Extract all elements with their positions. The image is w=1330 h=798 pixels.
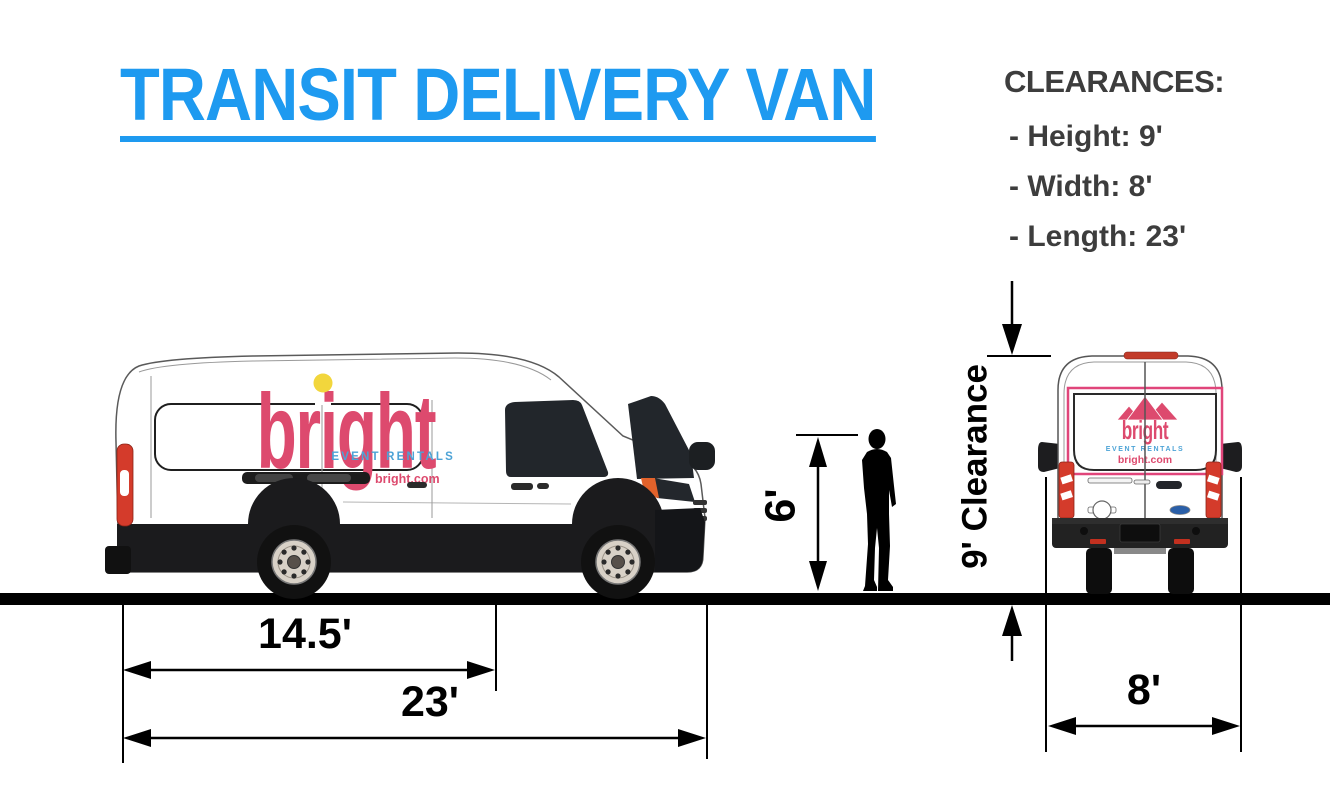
rear-right-mirror xyxy=(1220,442,1242,472)
rear-wheel xyxy=(257,525,331,599)
person-figure xyxy=(862,429,896,591)
clearances-heading: CLEARANCES: xyxy=(1004,64,1225,99)
rear-bumper xyxy=(105,546,131,574)
rear-brake-light xyxy=(1123,351,1179,360)
clearances-panel: CLEARANCES: - Height: 9' - Width: 8' - L… xyxy=(1004,64,1225,262)
door-handles xyxy=(407,482,549,490)
clearance-width: - Width: 8' xyxy=(1009,170,1153,203)
rear-bumper-assembly xyxy=(1052,518,1228,548)
headlight xyxy=(653,478,695,502)
rear-left-mirror xyxy=(1038,442,1060,472)
ford-badge xyxy=(1169,505,1191,515)
van-side-crease xyxy=(342,501,572,505)
van-side-view: bright EVENT RENTALS bright.com xyxy=(105,352,715,599)
rear-door-handles xyxy=(1087,477,1182,489)
van-rear-inner-line xyxy=(1063,361,1217,546)
dim-width-arrow xyxy=(1048,717,1240,735)
van-side-driver-window xyxy=(505,400,609,477)
van-side-mirror xyxy=(689,442,715,470)
rear-filler-cap xyxy=(1087,500,1117,520)
dim-length-arrow xyxy=(123,729,706,747)
tail-light xyxy=(116,443,134,527)
person-body xyxy=(862,449,896,591)
page-title: TRANSIT DELIVERY VAN xyxy=(120,58,876,142)
front-wheel xyxy=(581,525,655,599)
rear-tail-light-left xyxy=(1058,461,1075,519)
clearance-length: - Length: 23' xyxy=(1009,220,1187,253)
dim-wheelbase-arrow xyxy=(123,661,495,679)
rear-wheel-right xyxy=(1168,548,1194,594)
van-side-windshield xyxy=(628,396,694,479)
van-side-roof-line xyxy=(138,357,552,381)
rear-underbody xyxy=(1114,548,1166,554)
rear-tagline-text: EVENT RENTALS xyxy=(1106,446,1185,453)
dim-label-wheelbase: 14.5' xyxy=(258,610,352,658)
side-tagline-text: EVENT RENTALS xyxy=(331,451,455,463)
van-side-rocker-panel xyxy=(117,478,669,572)
person-head xyxy=(868,429,886,449)
ground-line xyxy=(0,593,1330,605)
dim-person-arrow xyxy=(809,437,827,591)
side-logo-text: bright xyxy=(257,372,437,491)
dim-label-clearance: 9' Clearance xyxy=(955,364,995,569)
front-bumper xyxy=(655,508,705,572)
clearance-height: - Height: 9' xyxy=(1009,120,1163,153)
dim-label-person-height: 6' xyxy=(756,488,805,523)
van-rear-view: bright EVENT RENTALS bright.com xyxy=(1038,351,1242,594)
van-side-cargo-window xyxy=(154,403,424,471)
dim-label-length: 23' xyxy=(400,678,460,726)
logo-yellow-dot xyxy=(313,373,333,393)
dim-label-width: 8' xyxy=(1126,666,1162,714)
rear-wheel-left xyxy=(1086,548,1112,594)
rear-tail-light-right xyxy=(1205,461,1222,519)
